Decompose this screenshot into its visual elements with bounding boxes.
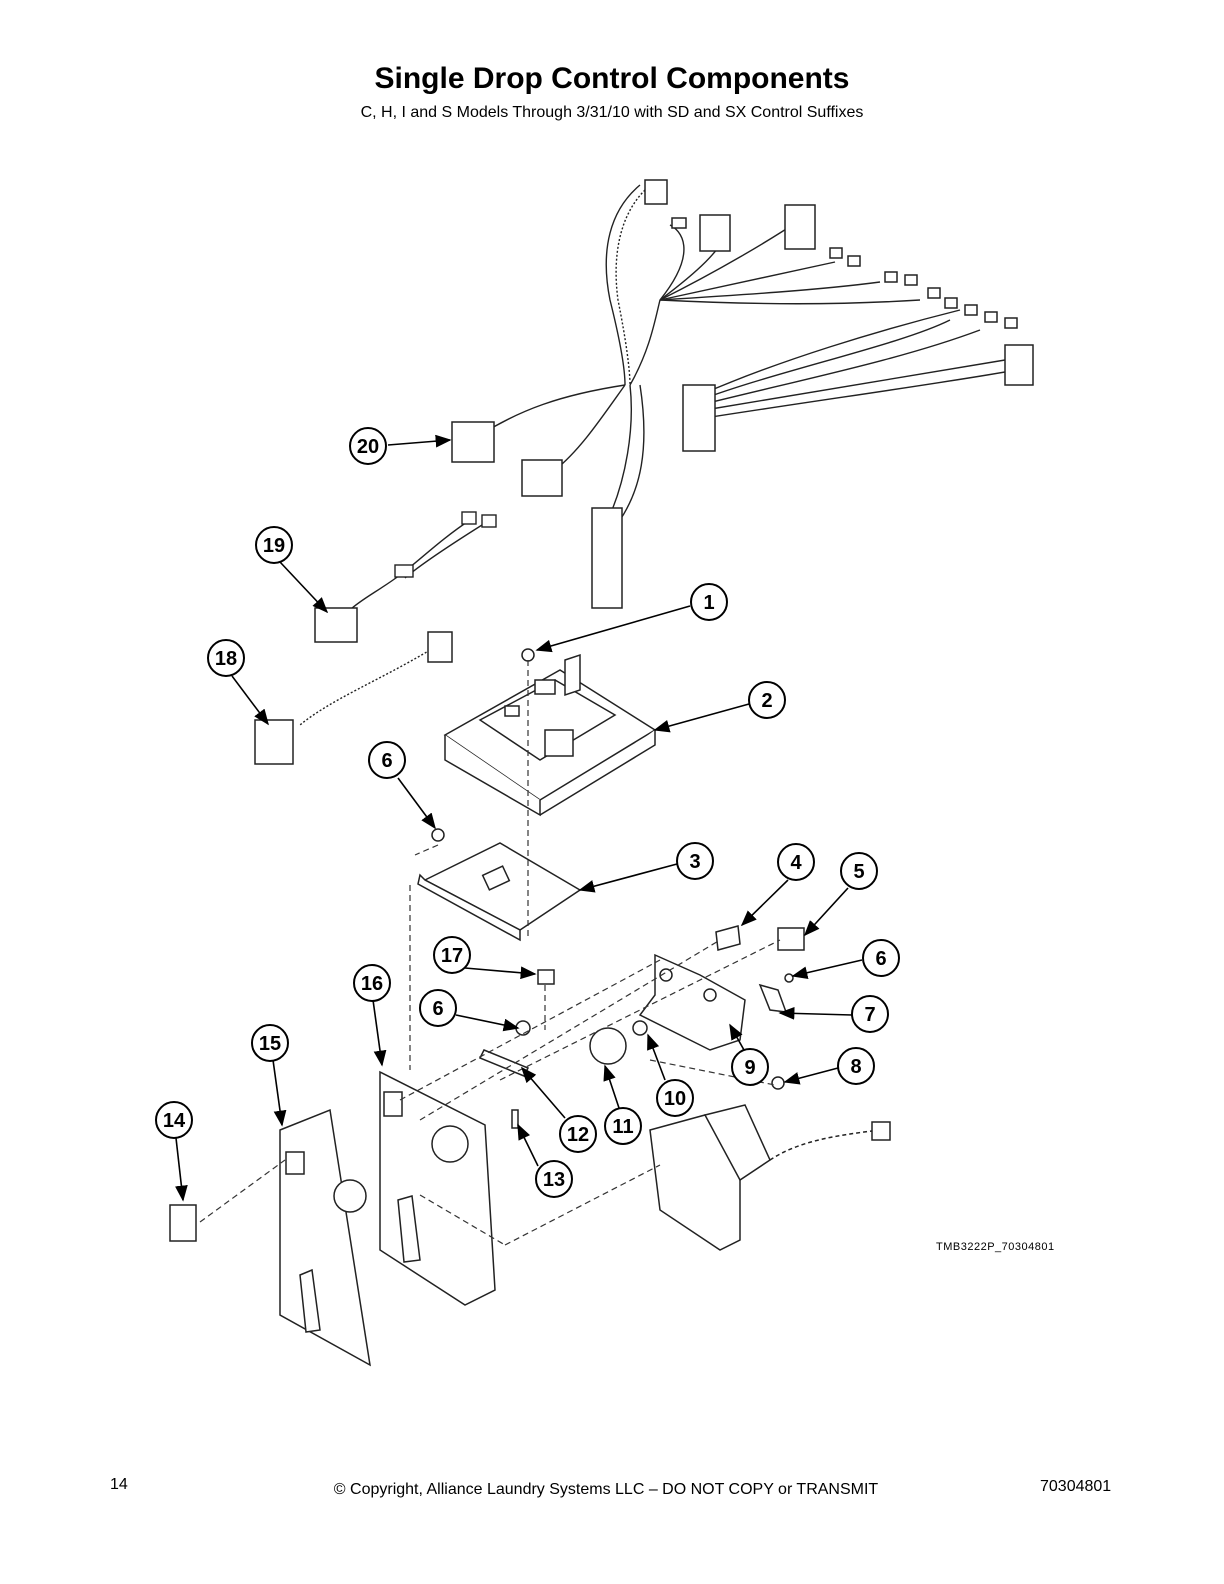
callout-label: 20 [357,436,379,458]
callout-6: 6 [368,741,406,779]
callout-label: 6 [875,948,886,970]
lower-module [649,1104,891,1251]
callout-label: 10 [664,1088,686,1110]
callout-label: 11 [612,1116,633,1138]
copyright-notice: © Copyright, Alliance Laundry Systems LL… [333,1481,879,1498]
control-board [443,653,657,817]
callout-3: 3 [676,842,714,880]
nut-8 [771,1076,785,1090]
knob-11 [589,1027,627,1065]
callout-6: 6 [862,939,900,977]
callout-label: 1 [703,592,714,614]
screw-1 [521,648,535,662]
part-4 [715,925,741,951]
callout-6: 6 [419,989,457,1027]
callout-label: 14 [163,1110,186,1132]
callout-15: 15 [251,1024,289,1062]
wire-harness-18 [254,631,453,765]
callout-label: 16 [361,973,383,995]
callout-label: 17 [441,945,463,967]
callout-label: 5 [853,861,864,883]
callout-10: 10 [656,1079,694,1117]
callout-13: 13 [535,1160,573,1198]
switch-bracket [638,953,746,1051]
rocker-switch-14 [169,1204,197,1242]
callout-label: 12 [567,1124,589,1146]
mounting-bracket [417,842,582,942]
harness-connectors [451,179,1034,609]
page-number: 14 [110,1476,128,1493]
callout-label: 4 [790,852,802,874]
callout-14: 14 [155,1101,193,1139]
page-title: Single Drop Control Components [374,62,850,95]
panel-15 [279,1108,371,1367]
callout-4: 4 [777,843,815,881]
page-subtitle: C, H, I and S Models Through 3/31/10 wit… [360,104,864,121]
callout-label: 15 [259,1033,281,1055]
callout-19: 19 [255,526,293,564]
callout-20: 20 [349,427,387,465]
callout-label: 7 [864,1004,875,1026]
assembly-lines [199,660,781,1246]
leader-arrows [175,434,863,1202]
switch-5 [777,927,805,951]
nut-6c [784,973,794,983]
callout-label: 2 [761,690,772,712]
part-17 [537,969,555,985]
callout-12: 12 [559,1115,597,1153]
callout-8: 8 [837,1047,875,1085]
callout-label: 6 [432,998,443,1020]
callout-17: 17 [433,936,471,974]
washer-10 [632,1020,648,1036]
callout-16: 16 [353,964,391,1002]
clip-7 [758,983,788,1013]
callout-1: 1 [690,583,728,621]
small-parts [169,648,805,1242]
callout-9: 9 [731,1048,769,1086]
document-number: 70304801 [1040,1478,1112,1495]
panel-16 [379,1070,496,1306]
callout-label: 6 [381,750,392,772]
callout-label: 3 [689,851,700,873]
callout-label: 18 [215,648,237,670]
callout-label: 8 [850,1056,861,1078]
part-13 [511,1109,519,1129]
callout-5: 5 [840,852,878,890]
wire-harness [479,184,1006,521]
callout-7: 7 [851,995,889,1033]
drawing-reference-code: TMB3222P_70304801 [936,1241,1055,1253]
callout-2: 2 [748,681,786,719]
callout-18: 18 [207,639,245,677]
wire-harness-19 [314,511,497,643]
nut-6b [515,1020,531,1036]
callout-11: 11 [604,1107,642,1145]
part-12 [478,1049,530,1077]
nut-6a [431,828,445,842]
callout-label: 9 [744,1057,755,1079]
callout-label: 13 [543,1169,565,1191]
callout-label: 19 [263,535,285,557]
